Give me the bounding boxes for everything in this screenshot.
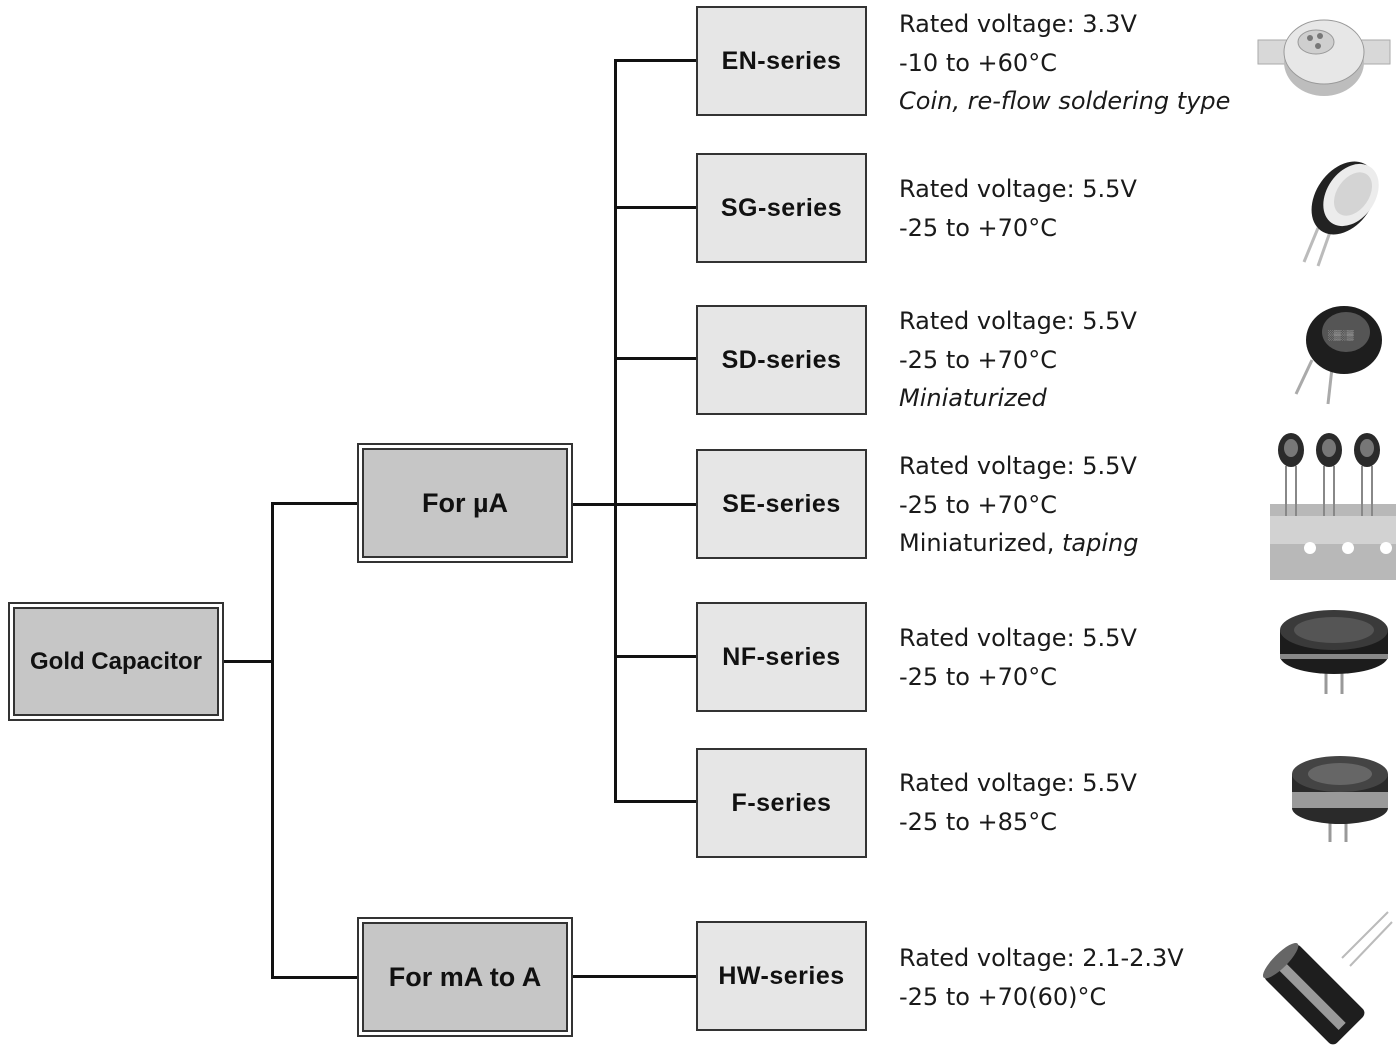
for-ua-label: For µA [421, 487, 509, 518]
sd-temperature-range: -25 to +70°C [899, 345, 1057, 374]
hw-series-box: HW-series [696, 921, 867, 1031]
f-series-description: Rated voltage: 5.5V -25 to +85°C [899, 764, 1137, 841]
f-series-box: F-series [696, 748, 867, 858]
connector-nf [614, 655, 697, 658]
flat-capacitor-icon [1302, 161, 1379, 267]
sd-rated-voltage: Rated voltage: 5.5V [899, 307, 1137, 335]
gold-capacitor-label: Gold Capacitor [29, 647, 203, 675]
nf-series-description: Rated voltage: 5.5V -25 to +70°C [899, 619, 1137, 696]
en-temperature-range: -10 to +60°C [899, 48, 1057, 77]
stacked-capacitor-icon [1280, 610, 1388, 694]
se-note-plain: Miniaturized, [899, 529, 1062, 557]
stacked-capacitor-icon-f [1292, 756, 1388, 842]
se-note-italic: taping [1061, 529, 1139, 557]
connector-root-out [222, 660, 274, 663]
sd-note-italic: Miniaturized [899, 384, 1047, 412]
connector-sd [614, 357, 697, 360]
sd-series-box: SD-series [696, 305, 867, 415]
connector-en [614, 59, 697, 62]
en-series-label: EN-series [721, 46, 842, 75]
nf-series-label: NF-series [722, 642, 841, 671]
f-series-label: F-series [731, 788, 832, 817]
sd-series-description: Rated voltage: 5.5V -25 to +70°C Miniatu… [899, 302, 1137, 418]
sg-series-label: SG-series [720, 193, 843, 222]
en-series-description: Rated voltage: 3.3V -10 to +60°C Coin, r… [899, 5, 1230, 121]
se-series-description: Rated voltage: 5.5V -25 to +70°C Miniatu… [899, 447, 1138, 563]
coin-capacitor-icon [1257, 19, 1391, 96]
sg-rated-voltage: Rated voltage: 5.5V [899, 175, 1137, 203]
se-rated-voltage: Rated voltage: 5.5V [899, 452, 1137, 480]
hw-rated-voltage: Rated voltage: 2.1-2.3V [899, 944, 1184, 972]
connector-hw [571, 975, 697, 978]
taped-capacitors-icon [1270, 433, 1396, 580]
sg-series-box: SG-series [696, 153, 867, 263]
f-temperature-range: -25 to +85°C [899, 807, 1057, 836]
cylindrical-capacitor-icon [1262, 911, 1393, 1045]
se-temperature-range: -25 to +70°C [899, 490, 1057, 519]
connector-to-ma [271, 976, 360, 979]
sg-temperature-range: -25 to +70°C [899, 213, 1057, 242]
connector-sg [614, 206, 697, 209]
en-series-box: EN-series [696, 6, 867, 116]
gold-capacitor-box: Gold Capacitor [8, 602, 224, 721]
nf-series-box: NF-series [696, 602, 867, 712]
for-ma-to-a-label: For mA to A [388, 961, 542, 992]
connector-f [614, 800, 697, 803]
hw-series-label: HW-series [718, 961, 845, 990]
connector-ua-out [571, 503, 697, 506]
for-ua-box: For µA [357, 443, 573, 563]
sd-note: Miniaturized [899, 379, 1137, 418]
en-note-italic: Coin, re-flow soldering type [899, 87, 1231, 115]
sd-series-label: SD-series [721, 345, 842, 374]
connector-root-trunk [271, 502, 274, 979]
svg-text:░▒░▒: ░▒░▒ [1328, 330, 1354, 341]
se-series-box: SE-series [696, 449, 867, 559]
en-rated-voltage: Rated voltage: 3.3V [899, 10, 1137, 38]
connector-ua-trunk [614, 59, 617, 803]
hw-temperature-range: -25 to +70(60)°C [899, 982, 1107, 1011]
se-note: Miniaturized, taping [899, 524, 1138, 563]
for-ma-to-a-box: For mA to A [357, 917, 573, 1037]
nf-temperature-range: -25 to +70°C [899, 662, 1057, 691]
sg-series-description: Rated voltage: 5.5V -25 to +70°C [899, 170, 1137, 247]
en-note: Coin, re-flow soldering type [899, 82, 1230, 121]
se-series-label: SE-series [722, 489, 841, 518]
nf-rated-voltage: Rated voltage: 5.5V [899, 624, 1137, 652]
connector-to-ua [271, 502, 360, 505]
hw-series-description: Rated voltage: 2.1-2.3V -25 to +70(60)°C [899, 939, 1184, 1016]
f-rated-voltage: Rated voltage: 5.5V [899, 769, 1137, 797]
miniature-capacitor-icon: ░▒░▒ [1294, 306, 1382, 405]
